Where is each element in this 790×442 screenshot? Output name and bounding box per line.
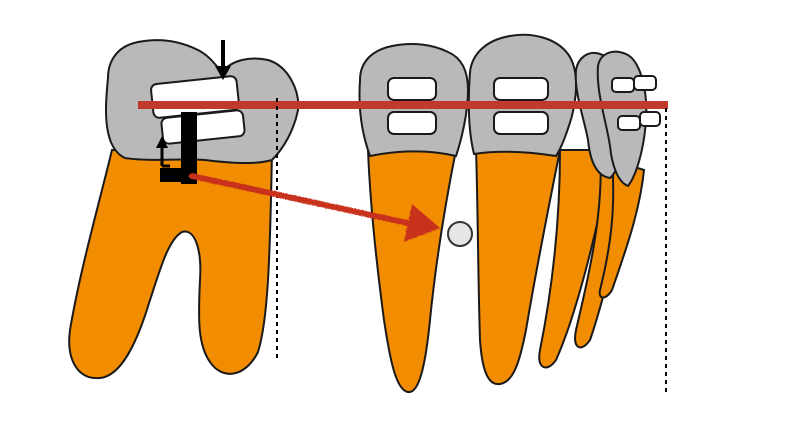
archwire	[138, 101, 668, 109]
anterior-bracket-4	[639, 111, 661, 127]
anterior-bracket-2	[633, 75, 657, 91]
molar-tooth	[68, 39, 300, 380]
anterior-root-front	[598, 158, 646, 299]
premolar-1-root	[366, 149, 458, 393]
premolar-2-root-back	[538, 149, 614, 369]
force-vector-head	[404, 204, 440, 242]
premolar-2-root	[474, 149, 562, 386]
premolar-tooth-1	[358, 43, 470, 393]
lever-arm-foot	[160, 168, 194, 182]
anterior-bracket-1	[611, 77, 635, 93]
premolar-2-bracket-top	[493, 77, 549, 101]
center-of-resistance-circle	[447, 221, 473, 247]
force-vector-arrow	[189, 173, 440, 242]
molar-root	[68, 149, 274, 380]
down-arrow-icon	[215, 40, 231, 80]
anterior-bracket-3	[617, 115, 641, 131]
force-vector-shaft	[189, 173, 415, 227]
premolar-1-bracket-top	[387, 77, 437, 101]
premolar-1-bracket-bottom	[387, 111, 437, 135]
anterior-teeth	[574, 50, 661, 349]
up-arrow-icon	[156, 136, 170, 168]
premolar-2-bracket-bottom	[493, 111, 549, 135]
lever-arm	[181, 112, 197, 184]
premolar-tooth-2	[467, 33, 614, 386]
